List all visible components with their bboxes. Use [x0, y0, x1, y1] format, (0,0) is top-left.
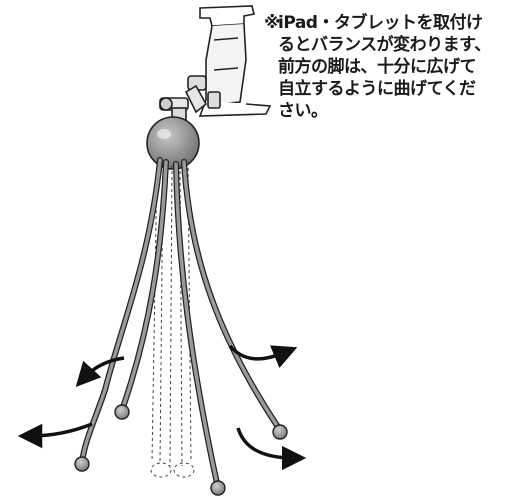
note-line-5: さい。 [278, 101, 328, 121]
bend-arrow-icon [17, 344, 307, 471]
ball-joint-icon [146, 116, 200, 170]
caution-note: ※ iPad・タブレットを取付け るとバランスが変わります、 前方の脚は、十分に… [264, 12, 524, 122]
reference-mark: ※ [264, 13, 281, 33]
leg-tips [74, 404, 288, 496]
note-line-1: iPad・タブレットを取付け [278, 13, 483, 33]
note-line-4: 自立するように曲げてくだ [278, 79, 476, 99]
flexible-leg-icon [79, 157, 283, 491]
note-line-2: るとバランスが変わります、 [278, 35, 491, 55]
note-line-3: 前方の脚は、十分に広げて [278, 57, 477, 77]
